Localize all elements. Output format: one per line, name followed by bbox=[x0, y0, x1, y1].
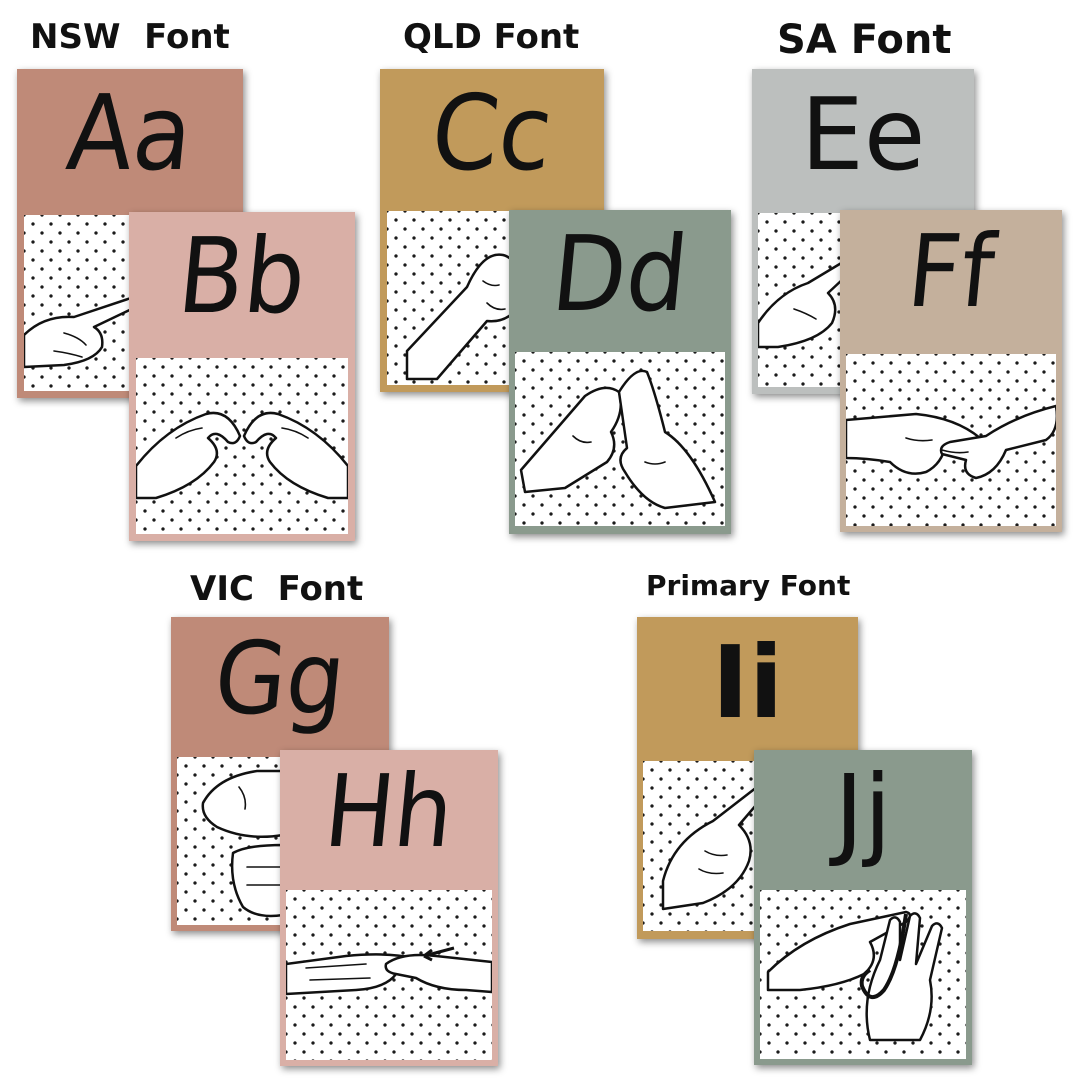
letter-glyph-aa: Aa bbox=[62, 72, 198, 194]
group-title-sa: SA Font bbox=[777, 17, 952, 63]
letter-glyph-ff: Ff bbox=[902, 213, 1000, 330]
j-trace-on-palm-icon bbox=[766, 910, 944, 1042]
letter-glyph-ii: Ii bbox=[711, 624, 784, 741]
letter-glyph-gg: Gg bbox=[209, 620, 351, 737]
group-title-vic: VIC Font bbox=[190, 569, 364, 609]
sign-illustration-d bbox=[515, 352, 725, 526]
letter-glyph-dd: Dd bbox=[546, 213, 694, 335]
letter-glyph-jj: Jj bbox=[834, 753, 892, 870]
group-title-primary: Primary Font bbox=[646, 569, 851, 602]
arrow-icon bbox=[423, 946, 455, 962]
sign-illustration-b bbox=[136, 358, 348, 534]
group-title-qld: QLD Font bbox=[403, 17, 580, 57]
two-hands-fingertips-icon bbox=[136, 411, 348, 500]
pointing-hand-icon bbox=[24, 295, 142, 369]
letter-glyph-bb: Bb bbox=[172, 215, 312, 337]
sign-illustration-h bbox=[286, 890, 492, 1060]
letter-glyph-hh: Hh bbox=[319, 753, 459, 870]
pinky-touching-hand-icon bbox=[661, 785, 766, 911]
flat-hands-sliding-icon bbox=[286, 946, 492, 996]
two-hands-d-shape-icon bbox=[519, 369, 717, 510]
letter-card-jj: Jj bbox=[754, 750, 972, 1065]
stacked-fists-icon bbox=[201, 769, 285, 918]
two-hands-fingers-crossed-icon bbox=[846, 404, 1056, 480]
letter-card-bb: Bb bbox=[129, 212, 355, 541]
j-trace-arrow-icon bbox=[859, 913, 908, 999]
letter-card-hh: Hh bbox=[280, 750, 498, 1066]
letter-glyph-ee: Ee bbox=[800, 76, 926, 193]
sign-illustration-j bbox=[760, 890, 966, 1059]
letter-card-dd: Dd bbox=[509, 210, 731, 534]
letter-glyph-cc: Cc bbox=[426, 72, 558, 194]
sign-illustration-f bbox=[846, 354, 1056, 526]
letter-card-ff: Ff bbox=[840, 210, 1062, 532]
group-title-nsw: NSW Font bbox=[30, 17, 230, 57]
